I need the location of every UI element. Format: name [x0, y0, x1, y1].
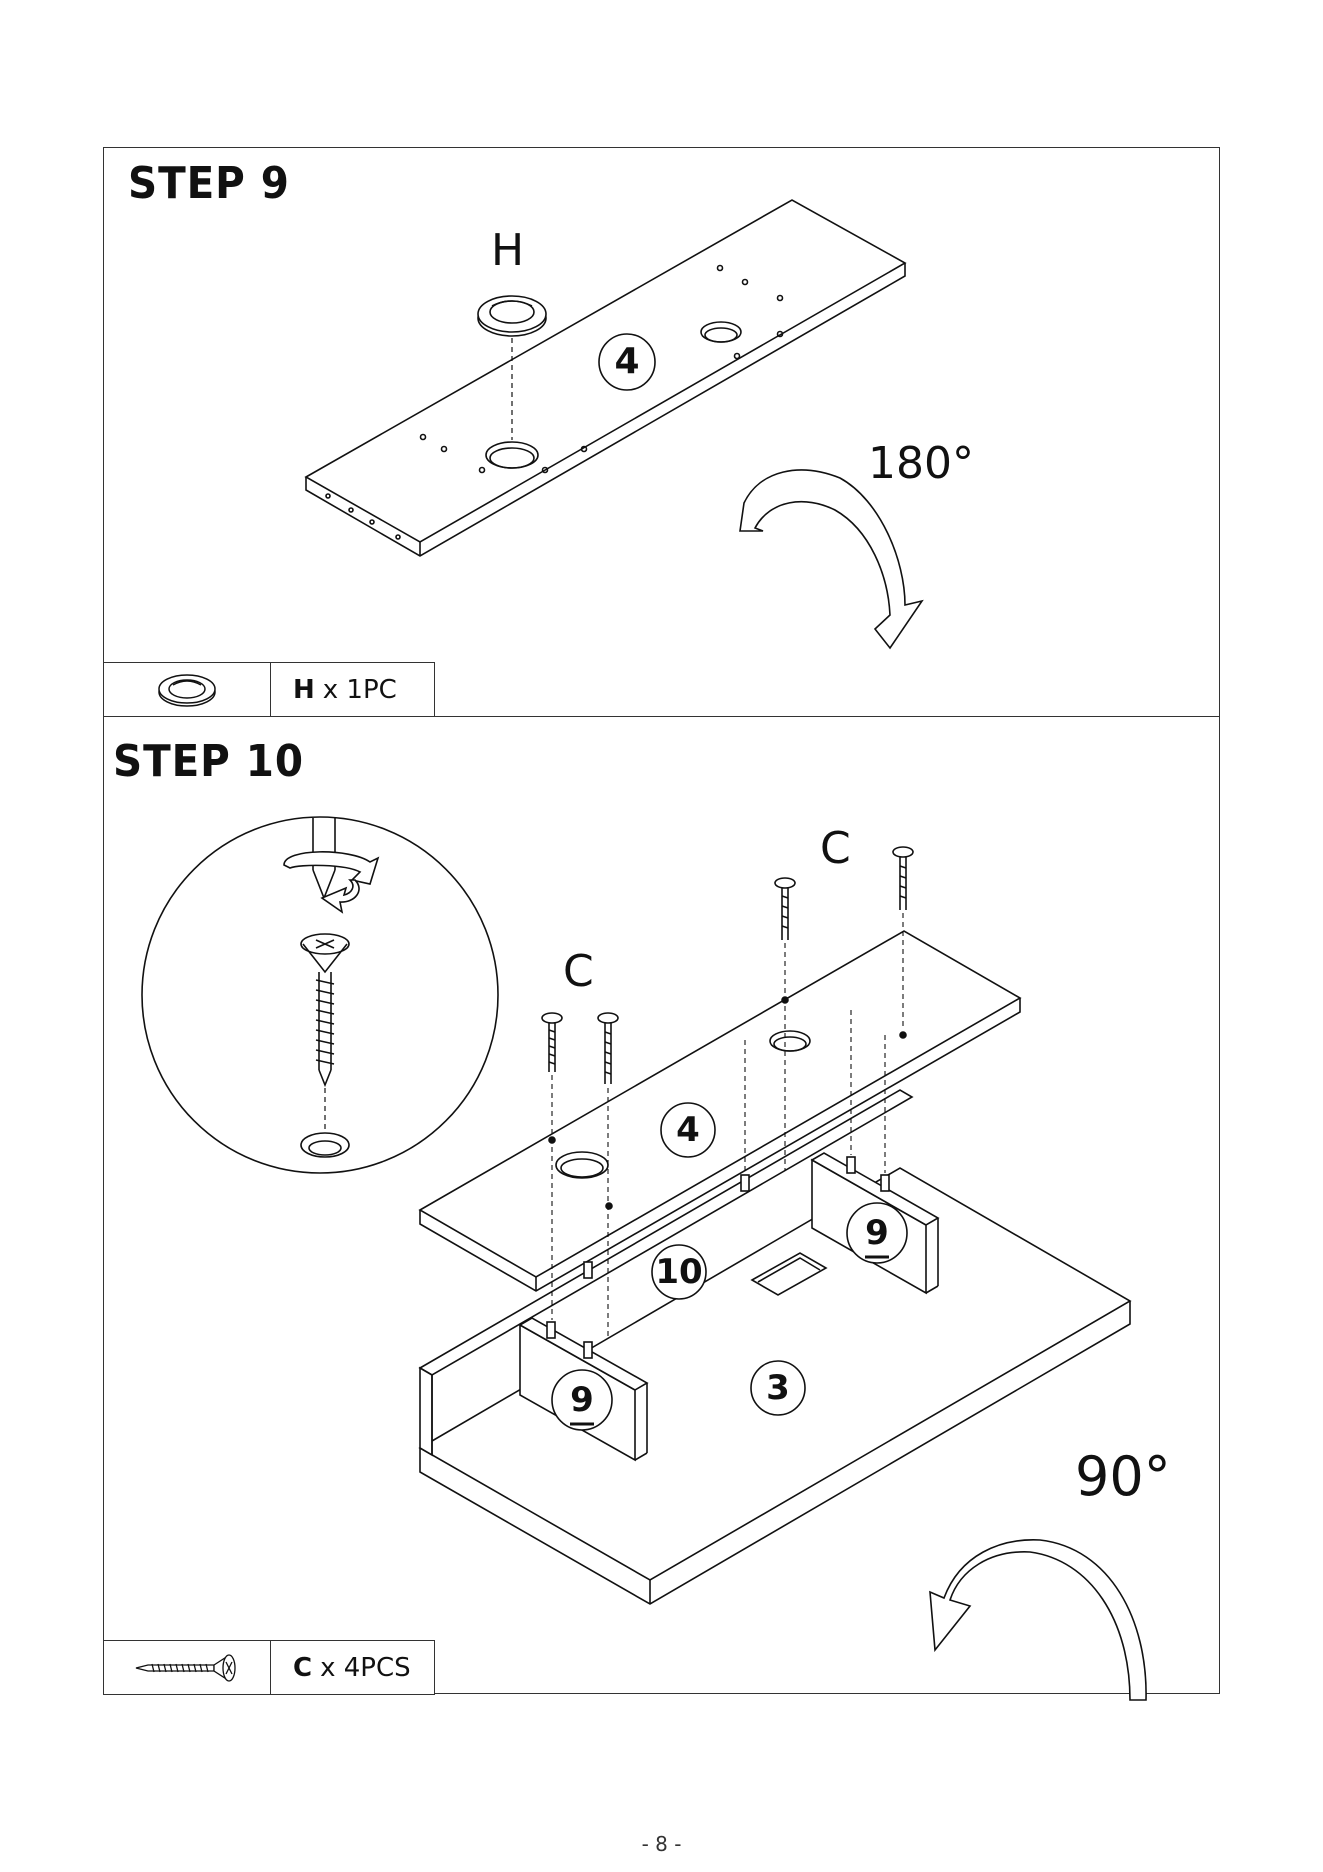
panel-9-left-number: 9 — [562, 1380, 602, 1420]
panel-3-number: 3 — [758, 1368, 798, 1408]
panel-10-number: 10 — [652, 1252, 706, 1292]
screw-icon — [104, 1641, 271, 1694]
panel-4-number-step10: 4 — [668, 1110, 708, 1150]
step-10-quantity: C x 4PCS — [271, 1641, 411, 1694]
panel-9-right-number: 9 — [857, 1213, 897, 1253]
part-c-qty: x 4PCS — [320, 1653, 411, 1683]
page-number: - 8 - — [0, 1832, 1323, 1856]
part-c-letter: C — [293, 1653, 312, 1683]
step-10-parts-box: C x 4PCS — [103, 1640, 435, 1695]
